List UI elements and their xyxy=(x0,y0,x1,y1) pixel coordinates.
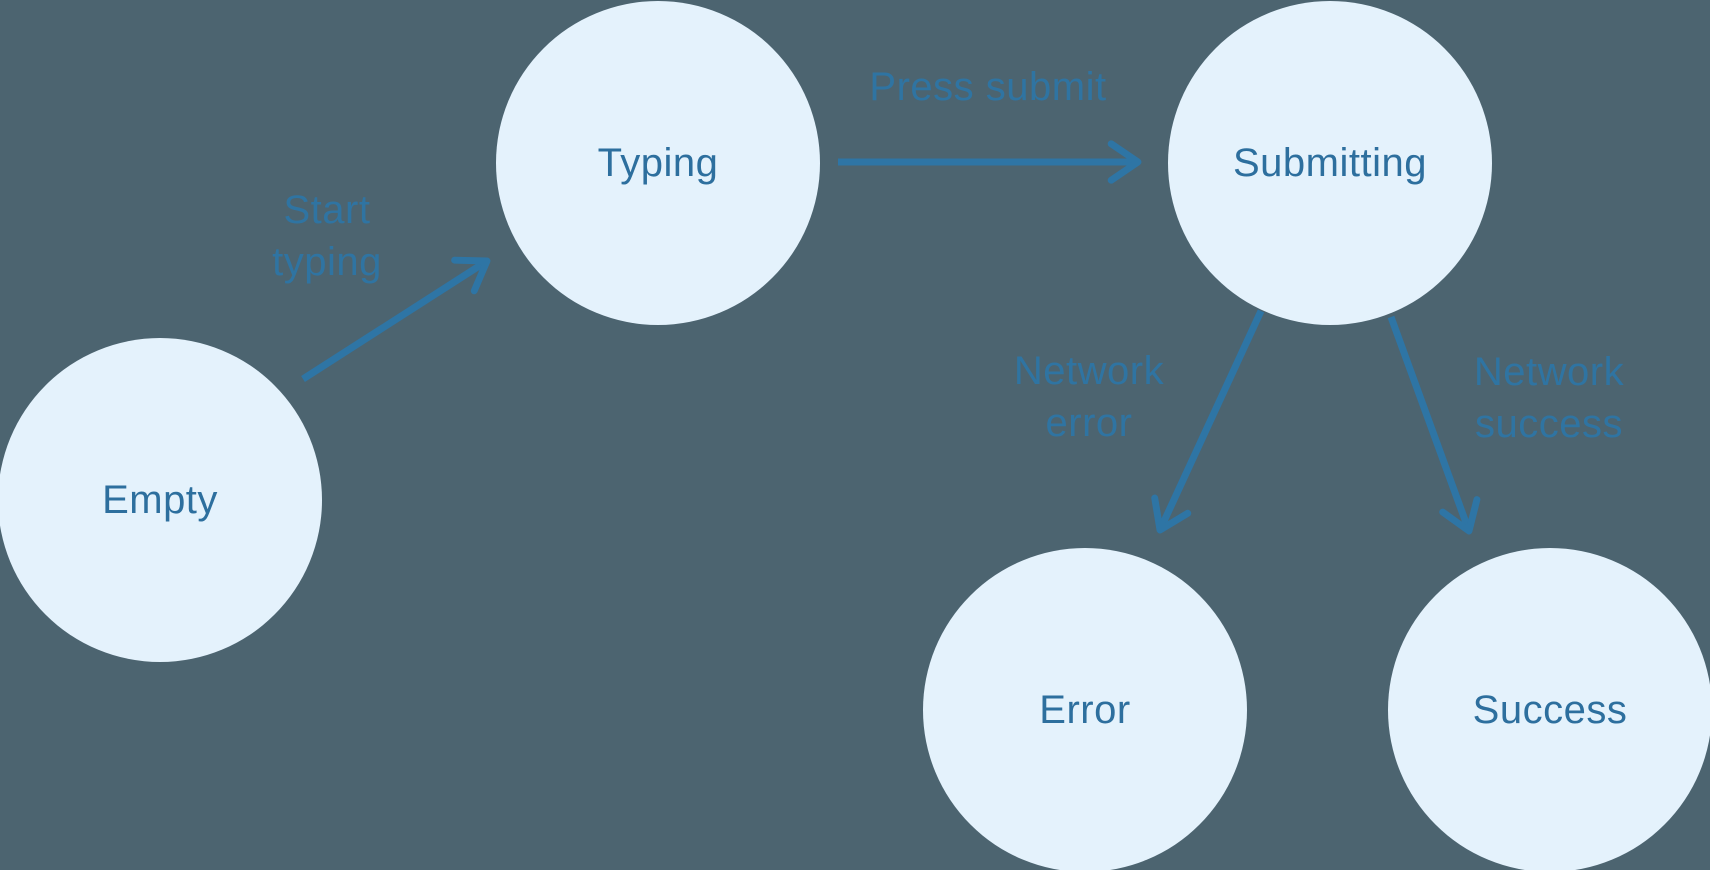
state-label-typing: Typing xyxy=(597,140,719,185)
arrow-submitting-to-error xyxy=(1151,309,1265,534)
transition-label-start-typing: Start typing xyxy=(272,188,382,284)
state-node-error: Error xyxy=(923,548,1247,870)
arrow-submitting-to-success xyxy=(1387,315,1481,535)
transition-label-network-error: Network error xyxy=(1013,349,1165,445)
state-label-error: Error xyxy=(1039,687,1131,732)
transition-label-network-success: Network success xyxy=(1473,350,1625,446)
state-node-submitting: Submitting xyxy=(1168,1,1492,325)
transition-label-press-submit: Press submit xyxy=(869,65,1107,109)
state-label-empty: Empty xyxy=(102,477,218,522)
state-node-success: Success xyxy=(1388,548,1710,870)
state-label-submitting: Submitting xyxy=(1233,140,1427,185)
state-label-success: Success xyxy=(1472,687,1628,732)
state-node-empty: Empty xyxy=(0,338,322,662)
arrow-empty-to-typing xyxy=(301,256,491,382)
state-node-typing: Typing xyxy=(496,1,820,325)
